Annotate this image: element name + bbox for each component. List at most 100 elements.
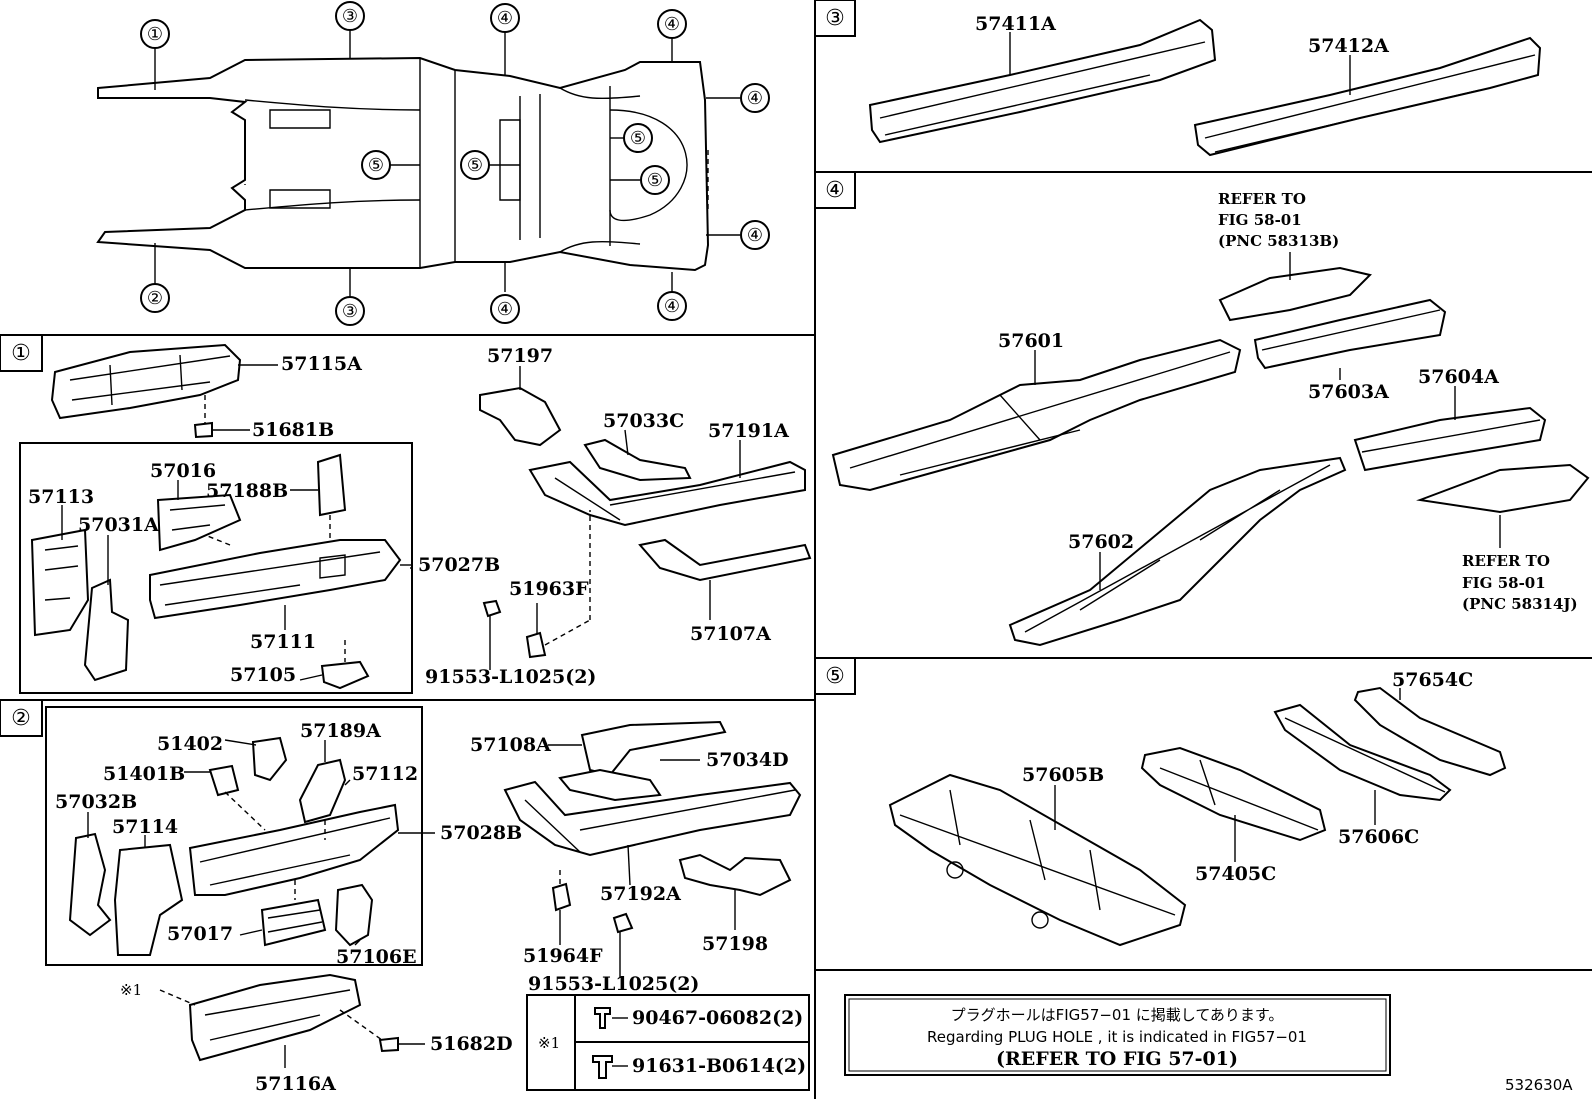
section-1-parts bbox=[30, 343, 812, 690]
label-57605B: 57605B bbox=[1022, 764, 1104, 786]
section-4-marker: ④ bbox=[825, 178, 845, 203]
svg-text:⑤: ⑤ bbox=[825, 664, 845, 689]
section-2-leaders bbox=[87, 739, 736, 1068]
section-2-parts bbox=[68, 720, 810, 1091]
label-57113: 57113 bbox=[28, 486, 94, 508]
svg-text:①: ① bbox=[11, 341, 31, 366]
section-5-leaders bbox=[1054, 688, 1401, 862]
marker-4-d: ④ bbox=[664, 296, 680, 317]
svg-text:③: ③ bbox=[825, 6, 845, 31]
label-57032B: 57032B bbox=[55, 791, 137, 813]
label-57107A: 57107A bbox=[690, 623, 771, 645]
section-2-marker: ② bbox=[11, 706, 31, 731]
ref2-line1: REFER TO bbox=[1462, 552, 1550, 570]
fastener-table-mark: ※1 bbox=[538, 1034, 560, 1052]
label-57604A: 57604A bbox=[1418, 366, 1499, 388]
label-51682D: 51682D bbox=[430, 1033, 513, 1055]
label-51681B: 51681B bbox=[252, 419, 334, 441]
plug-hole-note: プラグホールはFIG57−01 に掲載してあります。 Regarding PLU… bbox=[844, 994, 1391, 1076]
marker-3-bottom: ③ bbox=[342, 301, 358, 322]
section-5-parts bbox=[888, 686, 1507, 947]
section-2-labels: 51402 57189A 51401B 57112 57032B 57114 5… bbox=[55, 720, 806, 1095]
label-57016: 57016 bbox=[150, 460, 216, 482]
label-57108A: 57108A bbox=[470, 734, 551, 756]
label-57116A: 57116A bbox=[255, 1073, 336, 1095]
label-57028B: 57028B bbox=[440, 822, 522, 844]
label-57034D: 57034D bbox=[706, 749, 789, 771]
section-4-leaders bbox=[1034, 252, 1501, 590]
fastener-91631-B0614: 91631-B0614(2) bbox=[632, 1055, 806, 1077]
section-1-leaders bbox=[61, 364, 741, 681]
marker-4-b: ④ bbox=[497, 299, 513, 320]
label-57192A: 57192A bbox=[600, 883, 681, 905]
label-57114: 57114 bbox=[112, 816, 178, 838]
marker-4-c: ④ bbox=[664, 14, 680, 35]
marker-5-c: ⑤ bbox=[630, 128, 646, 149]
note-refer: (REFER TO FIG 57-01) bbox=[996, 1048, 1238, 1070]
label-57017: 57017 bbox=[167, 923, 233, 945]
label-57197: 57197 bbox=[487, 345, 553, 367]
label-51963F: 51963F bbox=[509, 578, 589, 600]
section-3-parts bbox=[868, 18, 1542, 157]
label-57112: 57112 bbox=[352, 763, 418, 785]
label-91553-L1025-s2: 91553-L1025(2) bbox=[528, 973, 699, 995]
marker-4-e: ④ bbox=[747, 88, 763, 109]
marker-3-top: ③ bbox=[342, 6, 358, 27]
marker-5-b: ⑤ bbox=[467, 155, 483, 176]
label-57188B: 57188B bbox=[206, 480, 288, 502]
label-57603A: 57603A bbox=[1308, 381, 1389, 403]
note-japanese: プラグホールはFIG57−01 に掲載してあります。 bbox=[951, 1006, 1284, 1024]
ref2-line3: (PNC 58314J) bbox=[1462, 595, 1578, 613]
fastener-90467-06082: 90467-06082(2) bbox=[632, 1007, 803, 1029]
marker-2-bottom: ② bbox=[147, 288, 163, 309]
label-57033C: 57033C bbox=[603, 410, 684, 432]
section-1-marker: ① bbox=[11, 341, 31, 366]
note-english: Regarding PLUG HOLE , it is indicated in… bbox=[927, 1028, 1307, 1046]
figure-id: 532630A bbox=[1505, 1076, 1573, 1094]
marker-5-a: ⑤ bbox=[368, 155, 384, 176]
label-57115A: 57115A bbox=[281, 353, 362, 375]
marker-4-a: ④ bbox=[497, 8, 513, 29]
label-57191A: 57191A bbox=[708, 420, 789, 442]
label-57027B: 57027B bbox=[418, 554, 500, 576]
label-51402: 51402 bbox=[157, 733, 223, 755]
label-57602: 57602 bbox=[1068, 531, 1134, 553]
section-3-leaders bbox=[1009, 32, 1351, 95]
section-1-labels: 57115A 51681B 57113 57016 57188B 57031A … bbox=[28, 345, 789, 688]
label-57031A: 57031A bbox=[78, 514, 159, 536]
label-57405C: 57405C bbox=[1195, 863, 1276, 885]
ref1-line3: (PNC 58313B) bbox=[1218, 232, 1339, 250]
label-51964F: 51964F bbox=[523, 945, 603, 967]
overview-leaders bbox=[154, 28, 740, 298]
marker-5-d: ⑤ bbox=[647, 170, 663, 191]
label-57189A: 57189A bbox=[300, 720, 381, 742]
label-91553-L1025-s1: 91553-L1025(2) bbox=[425, 666, 596, 688]
label-57654C: 57654C bbox=[1392, 669, 1473, 691]
label-57411A: 57411A bbox=[975, 13, 1056, 35]
section-5-marker: ⑤ bbox=[825, 664, 845, 689]
label-57601: 57601 bbox=[998, 330, 1064, 352]
marker-4-f: ④ bbox=[747, 225, 763, 246]
label-57198: 57198 bbox=[702, 933, 768, 955]
label-51401B: 51401B bbox=[103, 763, 185, 785]
ref1-line1: REFER TO bbox=[1218, 190, 1306, 208]
overview-markers: ① ② ③ ③ ④ ④ ④ ④ ④ ④ ⑤ ⑤ ⑤ ⑤ bbox=[140, 1, 770, 326]
ref2-line2: FIG 58-01 bbox=[1462, 574, 1546, 592]
marker-1-top: ① bbox=[147, 24, 163, 45]
label-57105: 57105 bbox=[230, 664, 296, 686]
label-57606C: 57606C bbox=[1338, 826, 1419, 848]
section-5-labels: 57654C 57605B 57606C 57405C bbox=[1022, 669, 1473, 885]
section-3-labels: 57411A 57412A bbox=[975, 13, 1389, 57]
label-57111: 57111 bbox=[250, 631, 316, 653]
section-3-marker: ③ bbox=[825, 6, 845, 31]
ref-mark-1: ※1 bbox=[120, 981, 142, 999]
label-57106E: 57106E bbox=[336, 946, 417, 968]
section-4-labels: REFER TO FIG 58-01 (PNC 58313B) 57601 57… bbox=[998, 190, 1578, 613]
section-4-parts bbox=[831, 266, 1590, 647]
svg-text:④: ④ bbox=[825, 178, 845, 203]
overview-floor-frame bbox=[96, 56, 710, 272]
label-57412A: 57412A bbox=[1308, 35, 1389, 57]
ref1-line2: FIG 58-01 bbox=[1218, 211, 1302, 229]
